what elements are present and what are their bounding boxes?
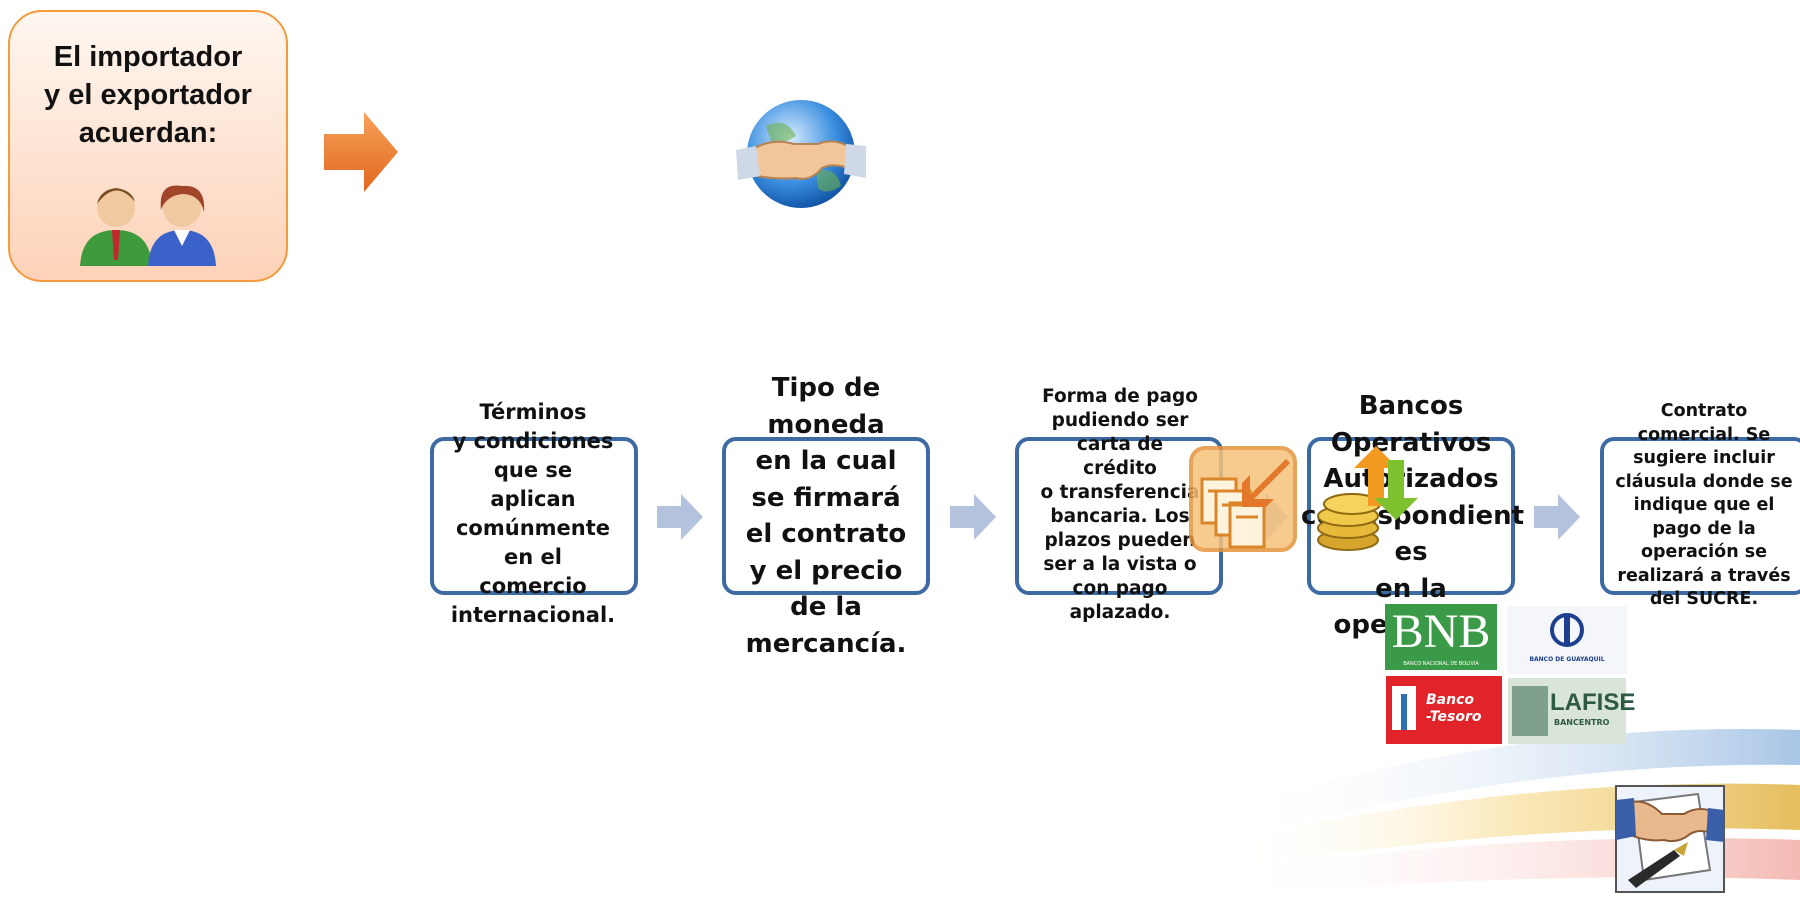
step-box-terms [430,437,638,595]
chevron-right-icon [1534,494,1580,540]
step-text-contract: Contrato comercial. Se sugiere incluir c… [1615,401,1793,609]
documents-transfer-icon [1189,446,1297,552]
callout-text: El importador y el exportador acuerdan: [44,41,252,149]
lafise-logo: LAFISE BANCENTRO [1508,678,1635,744]
bnb-logo: BNB BANCO NACIONAL DE BOLIVIA [1385,604,1497,670]
handshake-globe-icon [736,100,866,208]
guayaquil-emblem-icon [1550,613,1584,647]
chevron-right-icon [657,494,703,540]
bnb-caption: BANCO NACIONAL DE BOLIVIA [1403,661,1479,667]
banco-tesoro-logo: Banco -Tesoro [1386,676,1502,744]
chevron-right-icon [950,494,996,540]
step-text-terms: Términos y condiciones que se aplican co… [450,400,616,627]
tesoro-line2: -Tesoro [1426,709,1482,725]
bnb-abbr: BNB [1391,605,1491,658]
step-box-currency [722,437,930,595]
banco-guayaquil-logo: BANCO DE GUAYAQUIL [1507,606,1627,674]
step-text-payment: Forma de pago pudiendo ser carta de créd… [1040,386,1200,623]
lafise-caption: BANCENTRO [1554,718,1610,727]
lafise-name: LAFISE [1550,689,1636,716]
lafise-emblem [1512,686,1548,736]
step-text-currency: Tipo de moneda en la cual se firmará el … [745,373,907,659]
coins-exchange-icon [1317,446,1418,551]
agreement-callout: El importador y el exportador acuerdan: [8,10,288,282]
contract-signing-icon [1615,785,1725,893]
tesoro-symbol [1392,686,1416,730]
step-box-banks [1307,437,1515,595]
two-people-icon [80,185,216,266]
tesoro-line1: Banco [1426,692,1475,708]
step-box-contract [1600,437,1800,595]
orange-arrow-icon [324,112,398,192]
guayaquil-caption: BANCO DE GUAYAQUIL [1529,656,1605,663]
tesoro-symbol-bar [1401,694,1407,730]
